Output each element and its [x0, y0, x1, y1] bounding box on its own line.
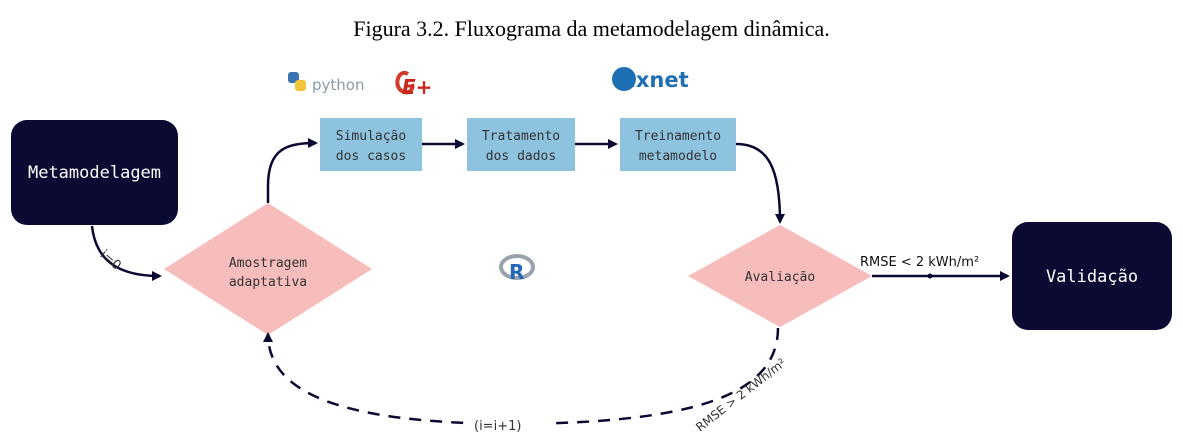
amostragem-label-line2: adaptativa: [229, 275, 307, 290]
metamodelagem-label: Metamodelagem: [28, 163, 161, 183]
python-logo: python: [288, 72, 364, 94]
validacao-label: Validação: [1046, 267, 1138, 287]
loop-label-bg: [470, 415, 556, 435]
avaliacao-diamond: [688, 225, 872, 327]
validacao-node: Validação: [1012, 222, 1172, 330]
simulacao-node: Simulação dos casos: [320, 118, 422, 171]
figure-caption: Figura 3.2. Fluxograma da metamodelagem …: [353, 16, 830, 41]
simulacao-label-line1: Simulação: [336, 129, 406, 144]
r-logo-ring: [499, 254, 535, 280]
validacao-box: [1012, 222, 1172, 330]
simulacao-box: [320, 118, 422, 171]
mxnet-logo-text: mxnet: [614, 68, 689, 92]
mxnet-logo-circle: [612, 67, 636, 91]
avaliacao-label: Avaliação: [745, 270, 815, 285]
treinamento-label-line2: metamodelo: [639, 149, 717, 164]
energyplus-swoosh: [395, 70, 415, 95]
avaliacao-node: Avaliação: [688, 225, 872, 327]
mxnet-logo: mxnet: [612, 67, 689, 92]
metamodelagem-node: Metamodelagem: [11, 120, 178, 225]
arrow-to-simulacao: [266, 138, 318, 203]
tratamento-box: [467, 118, 575, 171]
treinamento-label-line1: Treinamento: [635, 129, 721, 144]
r-logo-letter: R: [509, 260, 524, 284]
r-logo: R: [499, 254, 535, 284]
edge-label-loop: (i=i+1): [474, 419, 521, 434]
arrow-init: [90, 225, 162, 281]
simulacao-label-line2: dos casos: [336, 149, 406, 164]
edge-label-fail: RMSE > 2 kWh/m²: [693, 356, 788, 435]
tratamento-node: Tratamento dos dados: [467, 118, 575, 171]
pass-edge-dot: [927, 273, 933, 279]
python-logo-blue: [288, 72, 299, 83]
tratamento-label-line1: Tratamento: [482, 129, 560, 144]
treinamento-box: [620, 118, 736, 171]
energyplus-logo: E+: [395, 70, 432, 99]
treinamento-node: Treinamento metamodelo: [620, 118, 736, 171]
arrow-to-avaliacao: [735, 142, 785, 224]
arrow-feedback-loop: [263, 327, 780, 426]
amostragem-diamond: [164, 203, 372, 335]
python-logo-text: python: [312, 76, 364, 94]
amostragem-label-line1: Amostragem: [229, 256, 307, 271]
amostragem-node: Amostragem adaptativa: [164, 203, 372, 335]
tratamento-label-line2: dos dados: [486, 149, 556, 164]
python-logo-yellow: [295, 80, 306, 91]
edge-label-pass: RMSE < 2 kWh/m²: [860, 255, 979, 270]
metamodelagem-box: [11, 120, 178, 225]
energyplus-logo-text: E+: [402, 75, 432, 99]
